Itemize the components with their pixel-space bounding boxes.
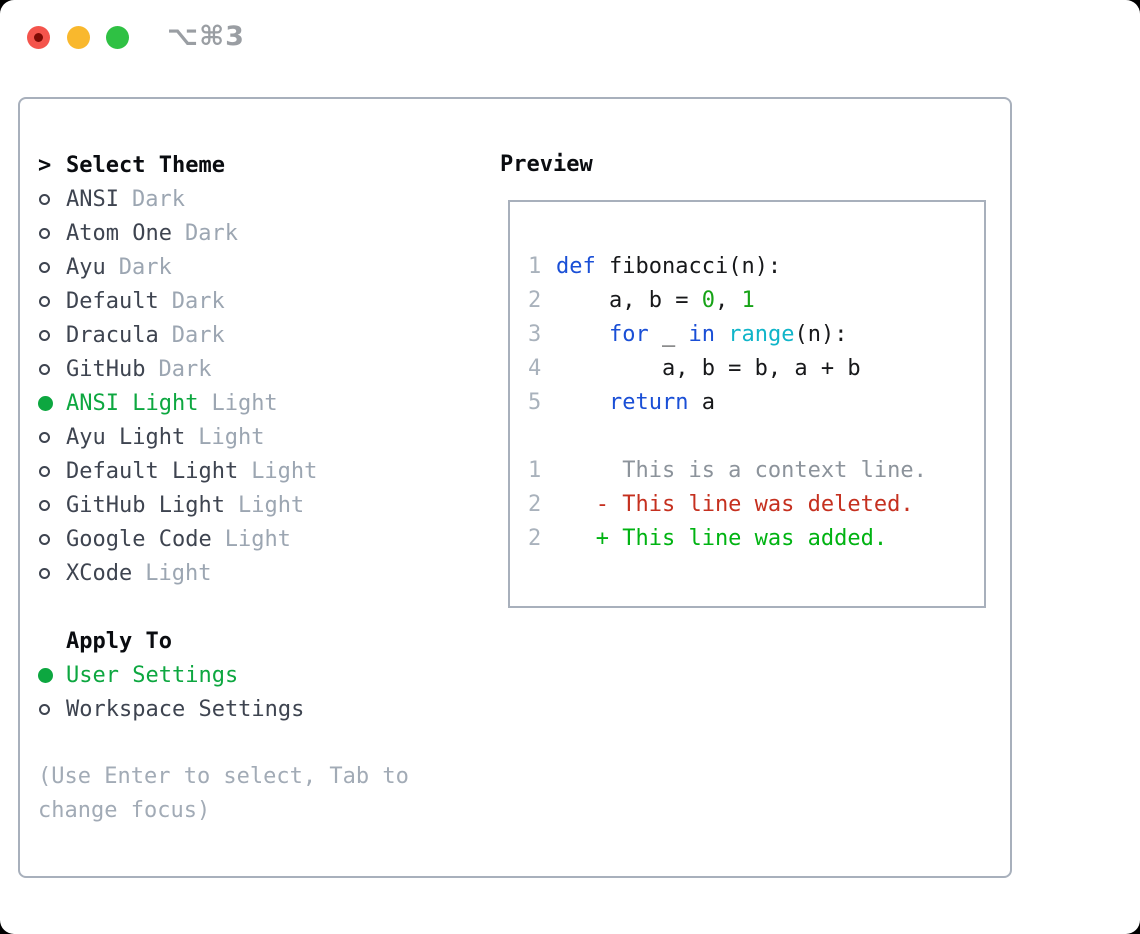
theme-option-ansi-light[interactable]: ANSI Light Light xyxy=(38,386,317,420)
theme-option-google-code-light[interactable]: Google Code Light xyxy=(38,522,317,556)
theme-name: Ayu Light xyxy=(66,424,186,450)
theme-option-dracula-dark[interactable]: Dracula Dark xyxy=(38,318,317,352)
theme-list: > Select Theme ANSI Dark Atom One Dark A… xyxy=(38,148,317,590)
theme-option-default-light[interactable]: Default Light Light xyxy=(38,454,317,488)
radio-icon xyxy=(39,261,50,273)
code-line: 2 a, b = 0, 1 xyxy=(528,284,861,318)
line-number: 5 xyxy=(528,390,542,415)
theme-name: ANSI xyxy=(66,186,119,212)
radio-selected-icon xyxy=(38,395,53,411)
theme-option-ansi-dark[interactable]: ANSI Dark xyxy=(38,182,317,216)
theme-name: GitHub xyxy=(66,356,146,382)
theme-variant: Dark xyxy=(171,288,225,314)
radio-icon xyxy=(39,431,50,443)
theme-name: XCode xyxy=(66,560,133,586)
prompt-caret-icon: > xyxy=(38,152,52,178)
minimize-button[interactable] xyxy=(67,26,90,49)
theme-variant: Dark xyxy=(184,220,238,246)
theme-option-atom-one-dark[interactable]: Atom One Dark xyxy=(38,216,317,250)
theme-name: Default xyxy=(66,288,159,314)
theme-option-ayu-dark[interactable]: Ayu Dark xyxy=(38,250,317,284)
radio-icon xyxy=(39,329,50,341)
theme-name: Default Light xyxy=(66,458,239,484)
theme-name: Dracula xyxy=(66,322,159,348)
theme-variant: Dark xyxy=(171,322,225,348)
diff-preview: 1 This is a context line. 2 - This line … xyxy=(528,454,927,556)
apply-option-label: Workspace Settings xyxy=(66,696,305,722)
radio-icon xyxy=(39,193,50,205)
theme-name: GitHub Light xyxy=(66,492,225,518)
preview-title: Preview xyxy=(500,152,593,177)
apply-option-label: User Settings xyxy=(66,662,239,688)
code-line: 4 a, b = b, a + b xyxy=(528,352,861,386)
theme-list-header: > Select Theme xyxy=(38,148,317,182)
theme-option-github-dark[interactable]: GitHub Dark xyxy=(38,352,317,386)
line-number: 4 xyxy=(528,356,542,381)
diff-deleted-line: 2 - This line was deleted. xyxy=(528,488,927,522)
theme-name: Atom One xyxy=(66,220,172,246)
preview-box xyxy=(508,200,986,608)
hint-line-2: change focus) xyxy=(38,798,211,823)
line-number: 2 xyxy=(528,288,542,313)
close-button[interactable] xyxy=(27,26,50,49)
theme-option-ayu-light[interactable]: Ayu Light Light xyxy=(38,420,317,454)
apply-to-title: Apply To xyxy=(66,628,172,654)
theme-variant: Light xyxy=(251,458,318,484)
line-number: 2 xyxy=(528,526,542,551)
code-line: 3 for _ in range(n): xyxy=(528,318,861,352)
theme-variant: Dark xyxy=(131,186,185,212)
code-line: 5 return a xyxy=(528,386,861,420)
theme-option-xcode-light[interactable]: XCode Light xyxy=(38,556,317,590)
theme-name: Google Code xyxy=(66,526,212,552)
line-number: 2 xyxy=(528,492,542,517)
hint-line-1: (Use Enter to select, Tab to xyxy=(38,764,409,789)
radio-icon xyxy=(39,533,50,545)
theme-option-default-dark[interactable]: Default Dark xyxy=(38,284,317,318)
theme-variant: Light xyxy=(224,526,291,552)
window-shortcut-label: ⌥⌘3 xyxy=(167,21,245,52)
apply-option-user-settings[interactable]: User Settings xyxy=(38,658,304,692)
theme-variant: Dark xyxy=(118,254,172,280)
radio-icon xyxy=(39,227,50,239)
theme-variant: Dark xyxy=(158,356,212,382)
theme-name: ANSI Light xyxy=(66,390,199,416)
zoom-button[interactable] xyxy=(106,26,129,49)
line-number: 1 xyxy=(528,254,542,279)
apply-to-header: Apply To xyxy=(38,624,304,658)
diff-context-line: 1 This is a context line. xyxy=(528,454,927,488)
radio-icon xyxy=(39,465,50,477)
apply-to-section: Apply To User Settings Workspace Setting… xyxy=(38,624,304,726)
theme-variant: Light xyxy=(145,560,212,586)
line-number: 3 xyxy=(528,322,542,347)
theme-panel-title: Select Theme xyxy=(66,152,225,178)
theme-name: Ayu xyxy=(66,254,106,280)
radio-icon xyxy=(39,567,50,579)
radio-selected-icon xyxy=(38,667,53,683)
theme-variant: Light xyxy=(198,424,265,450)
theme-option-github-light[interactable]: GitHub Light Light xyxy=(38,488,317,522)
diff-added-line: 2 + This line was added. xyxy=(528,522,927,556)
theme-variant: Light xyxy=(237,492,305,518)
radio-icon xyxy=(39,499,50,511)
radio-icon xyxy=(39,295,50,307)
theme-variant: Light xyxy=(211,390,278,416)
radio-icon xyxy=(39,363,50,375)
apply-option-workspace-settings[interactable]: Workspace Settings xyxy=(38,692,304,726)
keyboard-hint: (Use Enter to select, Tab to change focu… xyxy=(38,760,409,828)
line-number: 1 xyxy=(528,458,542,483)
radio-icon xyxy=(39,703,50,715)
